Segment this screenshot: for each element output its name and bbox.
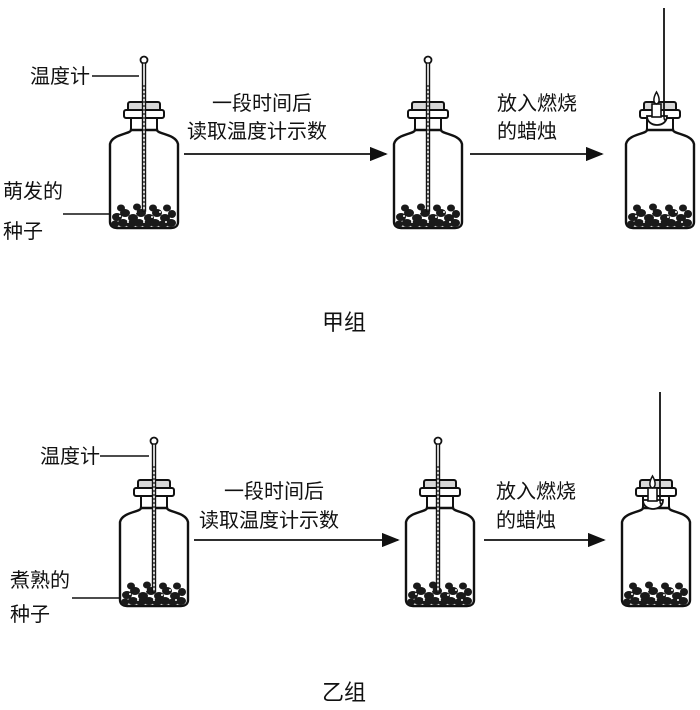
- caption-yi: 乙组: [322, 681, 366, 706]
- step1-line2: 读取温度计示数: [199, 508, 339, 532]
- jar-initial: [118, 436, 190, 608]
- jar-with-candle: [620, 392, 692, 608]
- seed-label-line1: 萌发的: [3, 179, 63, 203]
- group-jia: 温度计 萌发的 种子 一段时间后 读取温度计示数 放入燃烧 的蜡烛 甲组: [3, 8, 696, 336]
- thermometer-label: 温度计: [40, 444, 100, 468]
- step1-line1: 一段时间后: [224, 479, 324, 503]
- step2-line2: 的蜡烛: [497, 119, 557, 143]
- jar-initial: [108, 55, 180, 230]
- seed-label-line2: 种子: [10, 602, 50, 626]
- caption-jia: 甲组: [322, 311, 366, 336]
- jar-after-wait: [392, 55, 464, 230]
- step2-line2: 的蜡烛: [496, 508, 556, 532]
- jar-after-wait: [404, 436, 476, 608]
- step1-line2: 读取温度计示数: [187, 119, 327, 143]
- seed-label-line1: 煮熟的: [10, 568, 70, 592]
- step1-line1: 一段时间后: [212, 91, 312, 115]
- thermometer-label: 温度计: [30, 64, 90, 88]
- step2-line1: 放入燃烧: [497, 91, 577, 115]
- jar-with-candle: [624, 8, 696, 230]
- seed-label-line2: 种子: [3, 219, 43, 243]
- step2-line1: 放入燃烧: [496, 479, 576, 503]
- group-yi: 温度计 煮熟的 种子 一段时间后 读取温度计示数 放入燃烧 的蜡烛 乙组: [10, 392, 692, 706]
